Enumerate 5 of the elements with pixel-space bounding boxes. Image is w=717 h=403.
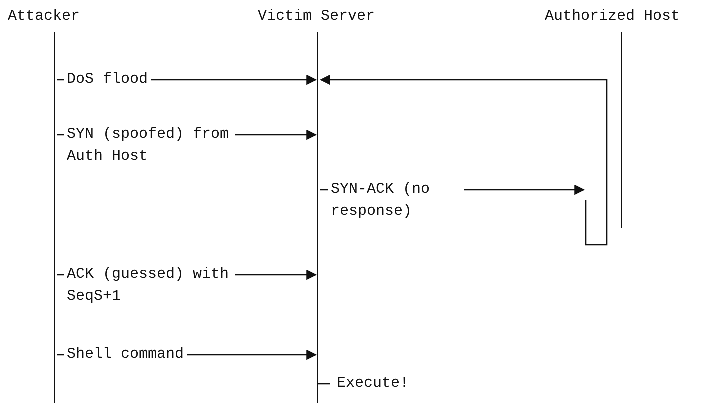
- participant-label: Attacker: [8, 8, 80, 26]
- participant-label: Victim Server: [258, 8, 376, 26]
- arrow: [320, 74, 608, 246]
- participant-label: Authorized Host: [545, 8, 680, 26]
- step-note: Execute!: [337, 375, 410, 393]
